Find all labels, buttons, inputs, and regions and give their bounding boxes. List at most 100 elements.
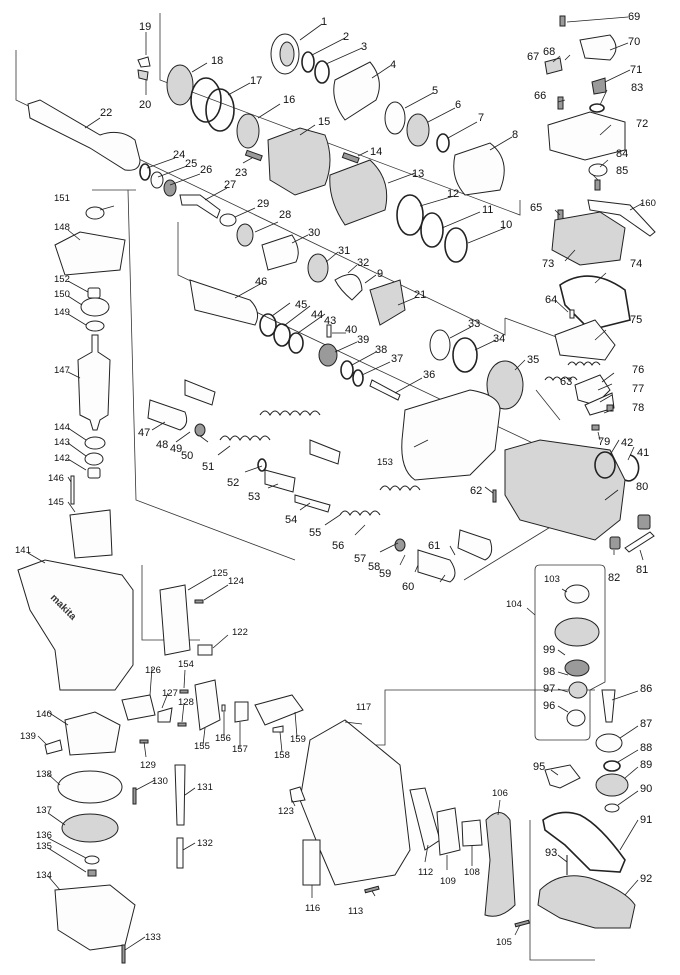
- part-label-71[interactable]: 71: [630, 64, 642, 76]
- part-label-61[interactable]: 61: [428, 540, 440, 552]
- part-label-90[interactable]: 90: [640, 783, 652, 795]
- part-label-160[interactable]: 160: [640, 198, 656, 209]
- part-label-146[interactable]: 146: [48, 473, 64, 484]
- part-label-144[interactable]: 144: [54, 422, 70, 433]
- part-label-63[interactable]: 63: [560, 376, 572, 388]
- part-label-116[interactable]: 116: [305, 903, 320, 914]
- part-label-112[interactable]: 112: [418, 867, 433, 878]
- part-label-130[interactable]: 130: [152, 776, 168, 787]
- part-label-88[interactable]: 88: [640, 742, 652, 754]
- part-label-46[interactable]: 46: [255, 276, 267, 288]
- part-label-142[interactable]: 142: [54, 453, 70, 464]
- part-label-20[interactable]: 20: [139, 99, 151, 111]
- part-label-30[interactable]: 30: [308, 227, 320, 239]
- part-label-24[interactable]: 24: [173, 149, 185, 161]
- part-label-41[interactable]: 41: [637, 447, 649, 459]
- part-label-34[interactable]: 34: [493, 333, 505, 345]
- part-label-123[interactable]: 123: [278, 806, 294, 817]
- part-label-126[interactable]: 126: [145, 665, 161, 676]
- part-label-70[interactable]: 70: [628, 36, 640, 48]
- part-label-37[interactable]: 37: [391, 353, 403, 365]
- part-label-127[interactable]: 127: [162, 688, 178, 699]
- part-label-36[interactable]: 36: [423, 369, 435, 381]
- part-label-31[interactable]: 31: [338, 245, 350, 257]
- part-label-5[interactable]: 5: [432, 85, 438, 97]
- part-label-93[interactable]: 93: [545, 847, 557, 859]
- part-label-52[interactable]: 52: [227, 477, 239, 489]
- part-label-66[interactable]: 66: [534, 90, 546, 102]
- part-label-65[interactable]: 65: [530, 202, 542, 214]
- part-label-108[interactable]: 108: [464, 867, 480, 878]
- part-label-96[interactable]: 96: [543, 700, 555, 712]
- part-label-16[interactable]: 16: [283, 94, 295, 106]
- part-label-145[interactable]: 145: [48, 497, 64, 508]
- part-label-12[interactable]: 12: [447, 188, 459, 200]
- part-label-27[interactable]: 27: [224, 179, 236, 191]
- part-label-98[interactable]: 98: [543, 666, 555, 678]
- part-label-82[interactable]: 82: [608, 572, 620, 584]
- part-label-59[interactable]: 59: [379, 568, 391, 580]
- part-label-44[interactable]: 44: [311, 309, 323, 321]
- part-label-28[interactable]: 28: [279, 209, 291, 221]
- part-label-42[interactable]: 42: [621, 437, 633, 449]
- part-label-43[interactable]: 43: [324, 315, 336, 327]
- part-label-150[interactable]: 150: [54, 289, 70, 300]
- part-label-159[interactable]: 159: [290, 734, 306, 745]
- part-label-99[interactable]: 99: [543, 644, 555, 656]
- part-label-13[interactable]: 13: [412, 168, 424, 180]
- part-label-4[interactable]: 4: [390, 59, 396, 71]
- part-label-10[interactable]: 10: [500, 219, 512, 231]
- part-label-47[interactable]: 47: [138, 427, 150, 439]
- part-label-153[interactable]: 153: [377, 457, 393, 468]
- part-label-117[interactable]: 117: [356, 702, 371, 713]
- part-label-72[interactable]: 72: [636, 118, 648, 130]
- part-label-149[interactable]: 149: [54, 307, 70, 318]
- part-label-80[interactable]: 80: [636, 481, 648, 493]
- part-label-1[interactable]: 1: [321, 16, 327, 28]
- part-label-104[interactable]: 104: [506, 599, 522, 610]
- part-label-18[interactable]: 18: [211, 55, 223, 67]
- part-label-69[interactable]: 69: [628, 11, 640, 23]
- part-label-109[interactable]: 109: [440, 876, 456, 887]
- part-label-95[interactable]: 95: [533, 761, 545, 773]
- part-label-33[interactable]: 33: [468, 318, 480, 330]
- part-label-147[interactable]: 147: [54, 365, 70, 376]
- part-label-29[interactable]: 29: [257, 198, 269, 210]
- part-label-140[interactable]: 140: [36, 709, 52, 720]
- part-label-54[interactable]: 54: [285, 514, 297, 526]
- part-label-45[interactable]: 45: [295, 299, 307, 311]
- part-label-138[interactable]: 138: [36, 769, 52, 780]
- part-label-51[interactable]: 51: [202, 461, 214, 473]
- part-label-49[interactable]: 49: [170, 443, 182, 455]
- part-label-25[interactable]: 25: [185, 158, 197, 170]
- part-label-38[interactable]: 38: [375, 344, 387, 356]
- part-label-75[interactable]: 75: [630, 314, 642, 326]
- part-label-131[interactable]: 131: [197, 782, 213, 793]
- part-label-97[interactable]: 97: [543, 683, 555, 695]
- part-label-151[interactable]: 151: [54, 193, 70, 204]
- part-label-148[interactable]: 148: [54, 222, 70, 233]
- part-label-128[interactable]: 128: [178, 697, 194, 708]
- part-label-83[interactable]: 83: [631, 82, 643, 94]
- part-label-58[interactable]: 58: [368, 561, 380, 573]
- part-label-103[interactable]: 103: [544, 574, 560, 585]
- part-label-105[interactable]: 105: [496, 937, 512, 948]
- part-label-8[interactable]: 8: [512, 129, 518, 141]
- part-label-14[interactable]: 14: [370, 146, 382, 158]
- part-label-106[interactable]: 106: [492, 788, 508, 799]
- part-label-136[interactable]: 136: [36, 830, 52, 841]
- part-label-60[interactable]: 60: [402, 581, 414, 593]
- part-label-85[interactable]: 85: [616, 165, 628, 177]
- part-label-134[interactable]: 134: [36, 870, 52, 881]
- part-label-125[interactable]: 125: [212, 568, 228, 579]
- part-label-156[interactable]: 156: [215, 733, 231, 744]
- part-label-19[interactable]: 19: [139, 21, 151, 33]
- part-label-6[interactable]: 6: [455, 99, 461, 111]
- part-label-113[interactable]: 113: [348, 906, 363, 917]
- part-label-64[interactable]: 64: [545, 294, 557, 306]
- part-label-135[interactable]: 135: [36, 841, 52, 852]
- part-label-84[interactable]: 84: [616, 148, 628, 160]
- part-label-92[interactable]: 92: [640, 873, 652, 885]
- part-label-79[interactable]: 79: [598, 436, 610, 448]
- part-label-32[interactable]: 32: [357, 257, 369, 269]
